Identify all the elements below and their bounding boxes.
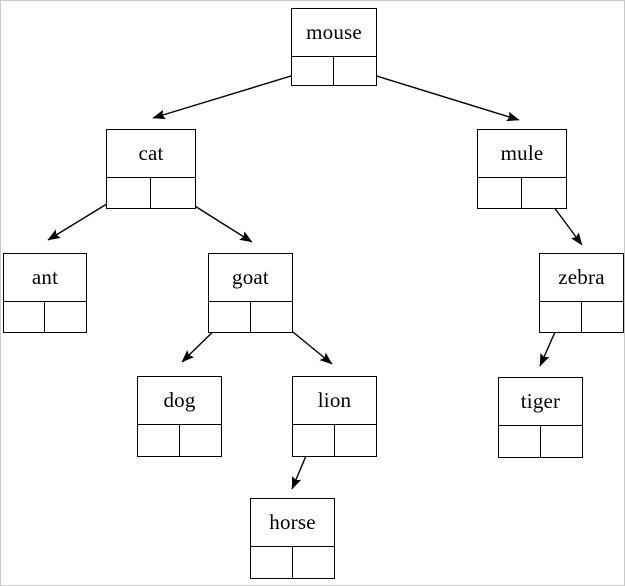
tree-node-label: ant [4, 254, 86, 302]
edge-mouse-to-mule [353, 68, 520, 122]
tree-node-tiger[interactable]: tiger [498, 377, 583, 458]
tree-node-pointer-row [540, 302, 623, 332]
left-pointer-cell[interactable] [540, 302, 582, 332]
tree-node-pointer-row [4, 302, 86, 332]
left-pointer-cell[interactable] [209, 302, 251, 332]
left-pointer-cell[interactable] [138, 425, 180, 456]
tree-node-label: lion [293, 377, 376, 425]
edge-mouse-to-cat [152, 68, 315, 120]
tree-node-label: dog [138, 377, 221, 425]
right-pointer-cell[interactable] [180, 425, 222, 456]
tree-node-pointer-row [293, 425, 376, 456]
left-pointer-cell[interactable] [251, 547, 293, 578]
right-pointer-cell[interactable] [541, 426, 583, 457]
tree-node-mule[interactable]: mule [477, 129, 567, 209]
tree-node-label: goat [209, 254, 292, 302]
left-pointer-cell[interactable] [499, 426, 541, 457]
right-pointer-cell[interactable] [293, 547, 335, 578]
tree-node-dog[interactable]: dog [137, 376, 222, 457]
right-pointer-cell[interactable] [335, 425, 377, 456]
tree-node-lion[interactable]: lion [292, 376, 377, 457]
tree-node-cat[interactable]: cat [106, 129, 196, 209]
tree-node-label: mouse [292, 9, 376, 57]
tree-node-goat[interactable]: goat [208, 253, 293, 333]
tree-node-label: tiger [499, 378, 582, 426]
left-pointer-cell[interactable] [4, 302, 45, 332]
tree-node-label: zebra [540, 254, 623, 302]
tree-node-pointer-row [478, 178, 566, 208]
tree-node-label: mule [478, 130, 566, 178]
tree-node-ant[interactable]: ant [3, 253, 87, 333]
right-pointer-cell[interactable] [251, 302, 293, 332]
right-pointer-cell[interactable] [582, 302, 624, 332]
left-pointer-cell[interactable] [107, 178, 151, 208]
right-pointer-cell[interactable] [334, 57, 376, 85]
right-pointer-cell[interactable] [522, 178, 566, 208]
tree-node-pointer-row [107, 178, 195, 208]
tree-node-zebra[interactable]: zebra [539, 253, 624, 333]
tree-node-label: cat [107, 130, 195, 178]
left-pointer-cell[interactable] [293, 425, 335, 456]
tree-node-pointer-row [251, 547, 334, 578]
tree-node-label: horse [251, 499, 334, 547]
tree-node-pointer-row [209, 302, 292, 332]
tree-node-mouse[interactable]: mouse [291, 8, 377, 86]
left-pointer-cell[interactable] [292, 57, 334, 85]
left-pointer-cell[interactable] [478, 178, 522, 208]
tree-node-horse[interactable]: horse [250, 498, 335, 579]
right-pointer-cell[interactable] [45, 302, 86, 332]
tree-node-pointer-row [138, 425, 221, 456]
tree-node-pointer-row [292, 57, 376, 85]
right-pointer-cell[interactable] [151, 178, 195, 208]
tree-node-pointer-row [499, 426, 582, 457]
